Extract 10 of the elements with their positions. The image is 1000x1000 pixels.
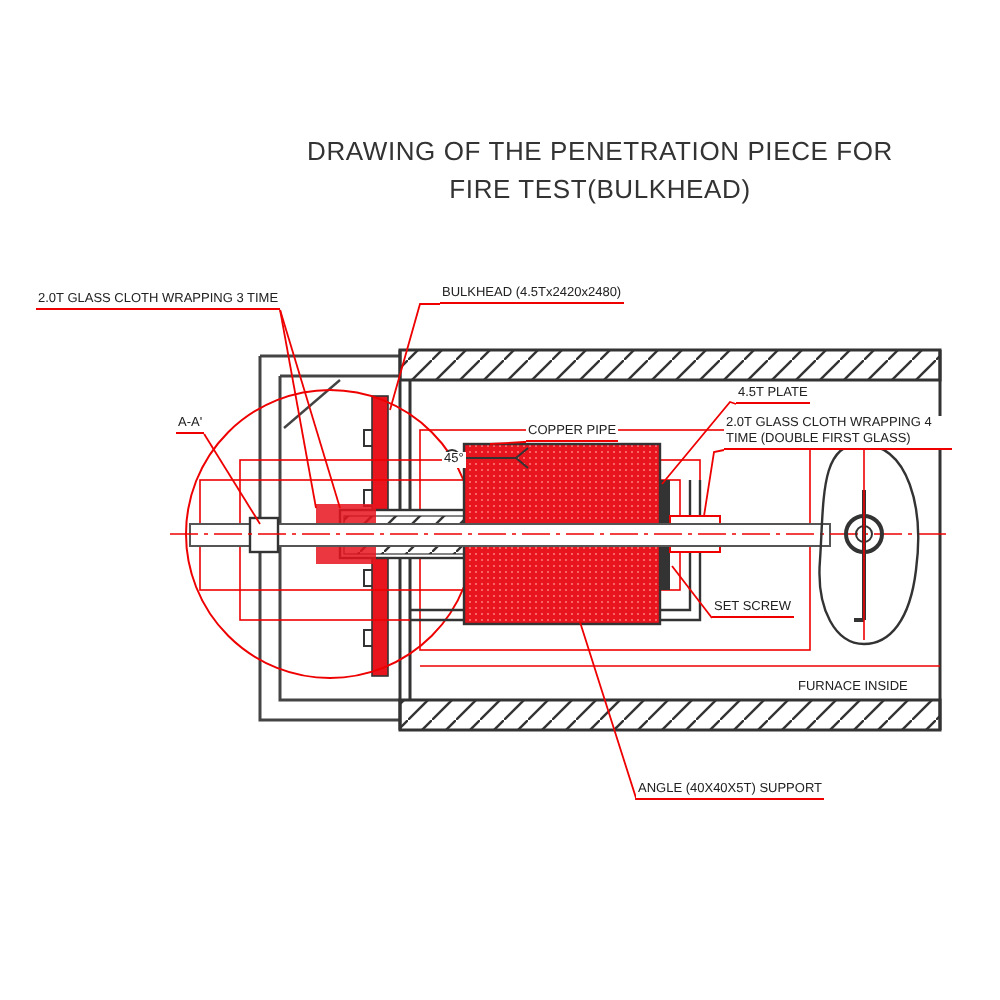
leader-line [203,433,261,525]
leader-line [703,449,725,517]
leader-line [489,441,527,445]
leader-line [671,565,713,619]
leader-line [579,621,637,801]
leader-line [279,309,341,509]
leader-line [279,309,317,509]
drawing-title: DRAWING OF THE PENETRATION PIECE FOR FIRE TEST(BULKHEAD) [305,134,895,208]
leader-line [389,303,441,411]
leader-line [661,400,737,485]
